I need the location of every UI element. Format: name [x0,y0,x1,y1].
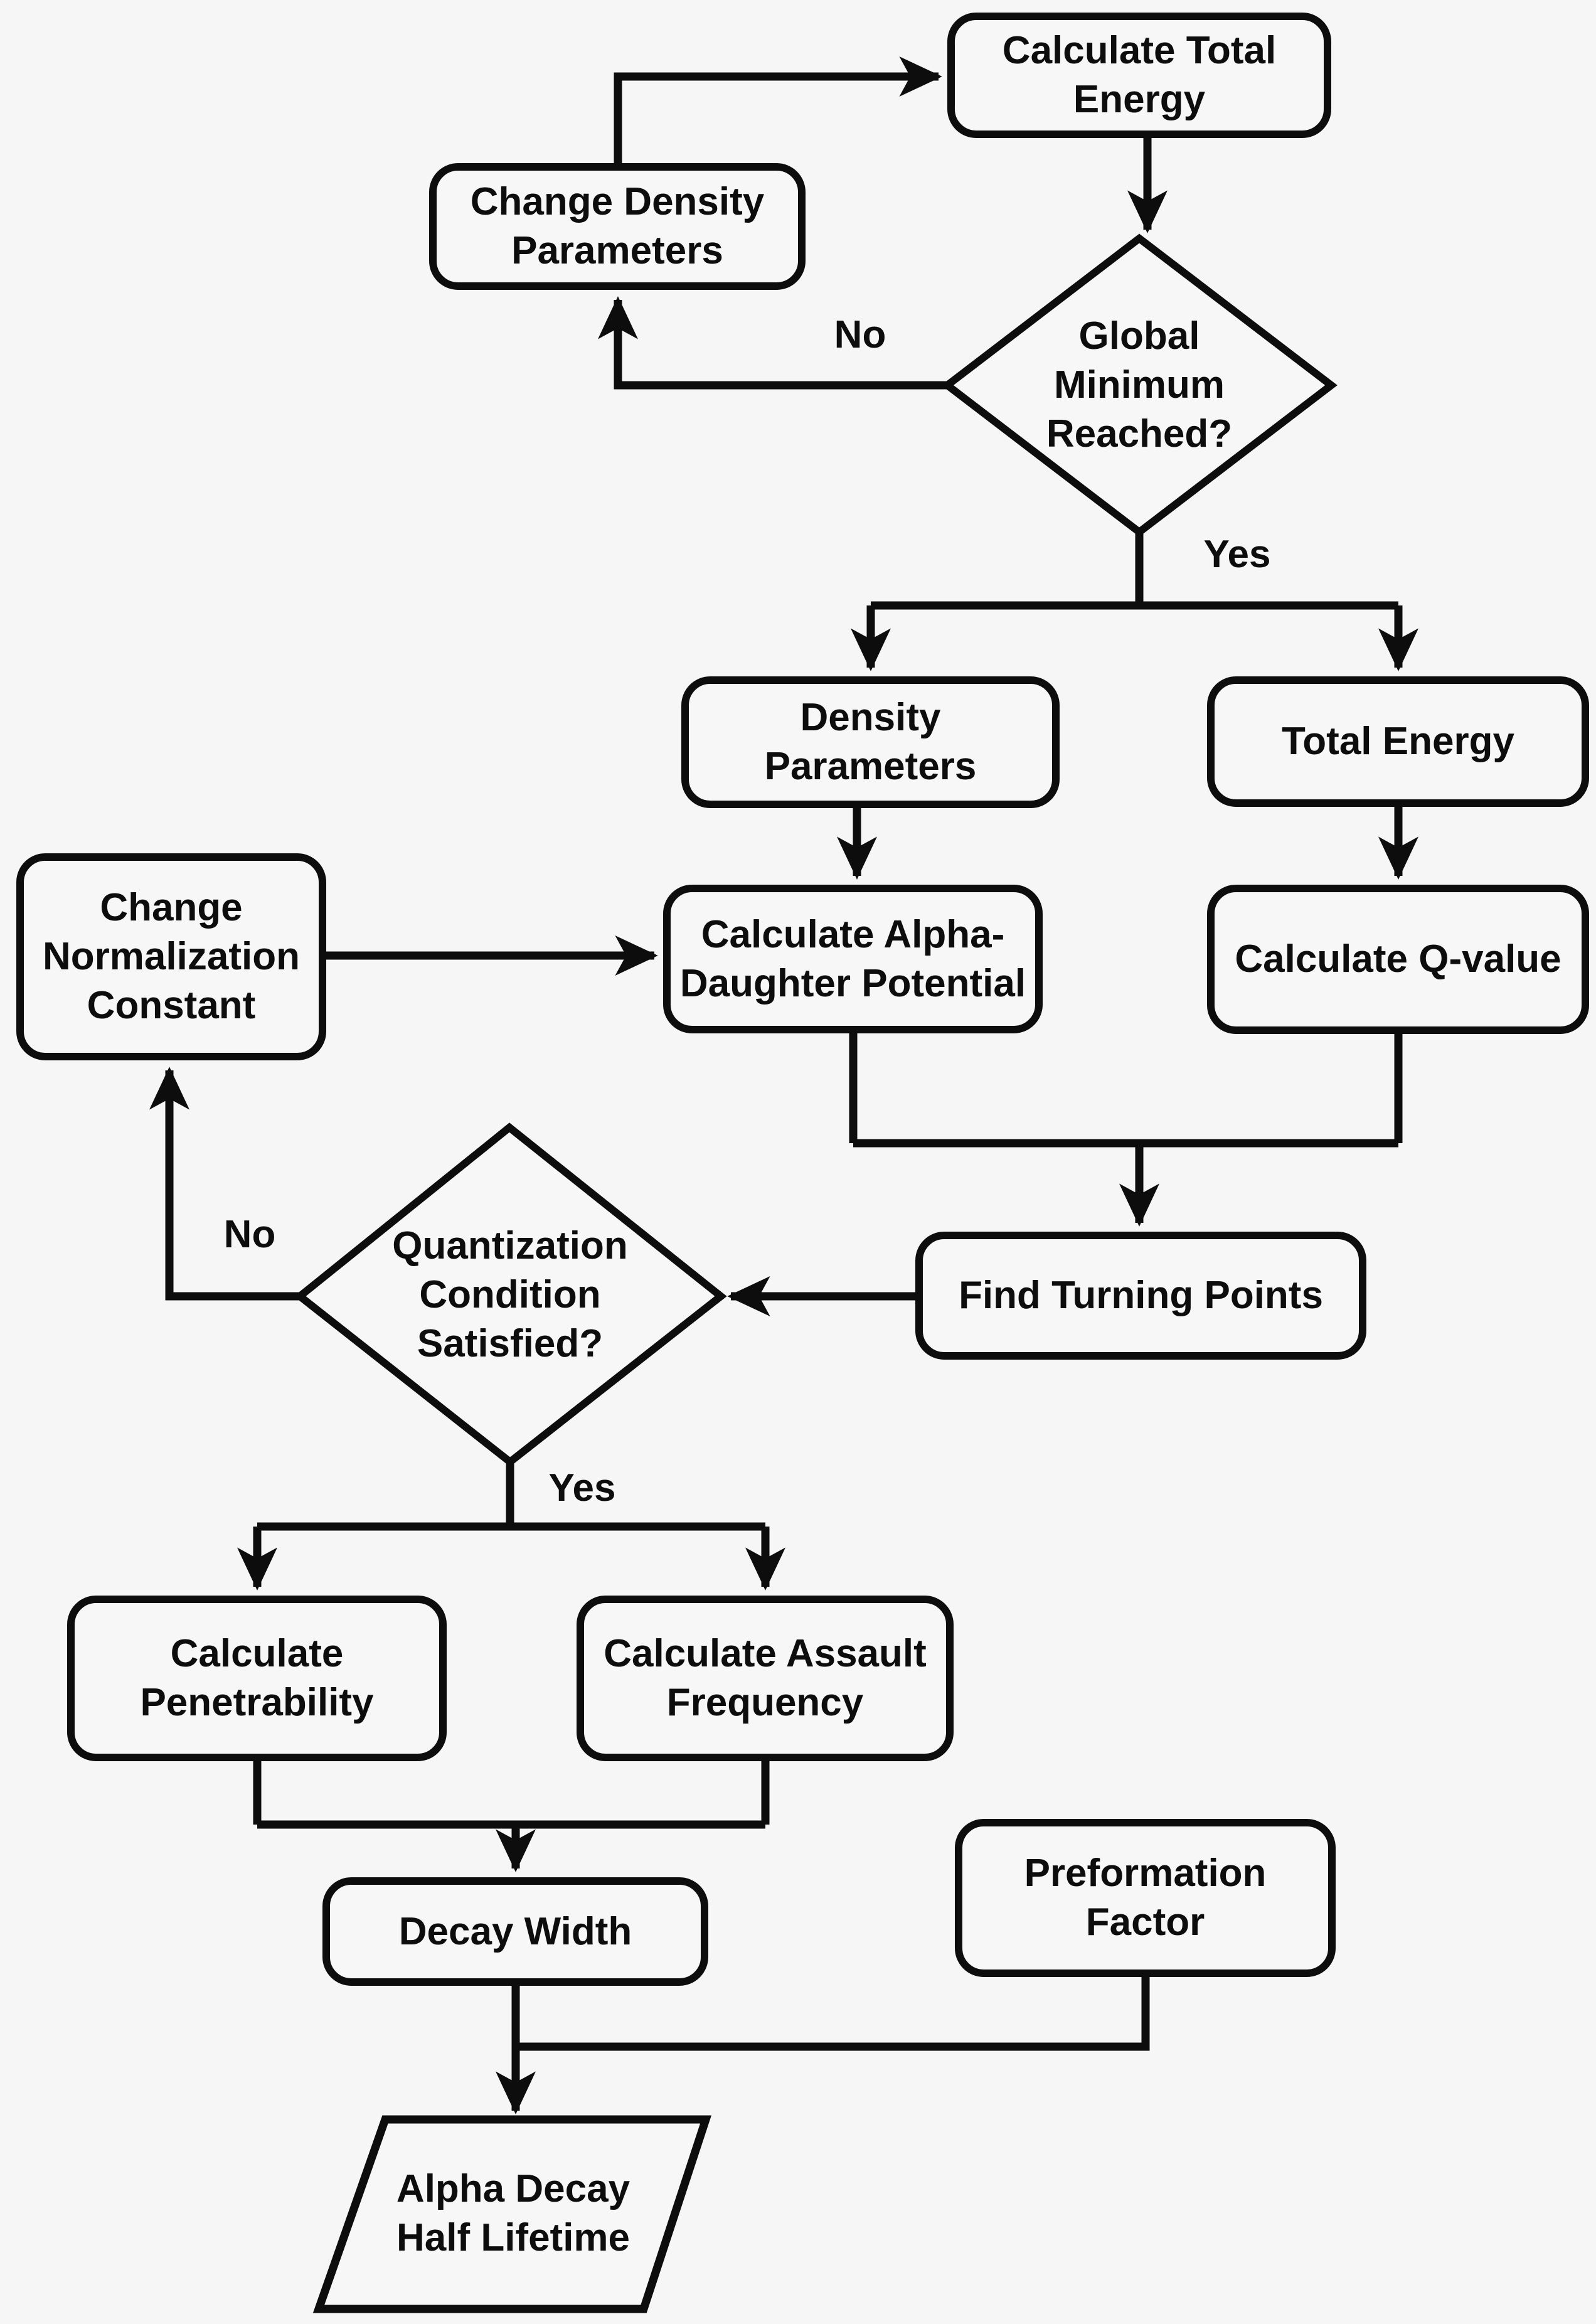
edge-label-no-global-minimum: No [834,313,886,356]
decision-quantization-condition [294,1122,727,1467]
node-label: Change Normalization Constant [43,886,300,1027]
node-calculate-assault-frequency: Calculate Assault Frequency [577,1596,954,1761]
output-label-half-lifetime: Alpha Decay Half Lifetime [396,2167,630,2259]
node-label: Calculate Q-value [1235,937,1561,981]
node-calculate-alpha-daughter-potential: Calculate Alpha-Daughter Potential [663,885,1043,1033]
node-label: Total Energy [1282,720,1514,763]
edge-label-no-quantization: No [223,1213,276,1256]
node-change-normalization-constant: Change Normalization Constant [16,853,326,1060]
node-label: Calculate Alpha-Daughter Potential [679,912,1026,1005]
node-label: Change Density Parameters [470,180,765,272]
node-label: Calculate Assault Frequency [604,1632,927,1724]
node-total-energy: Total Energy [1207,676,1589,807]
node-label: Decay Width [398,1909,632,1953]
decision-label-quantization: Quantization Condition Satisfied? [392,1224,628,1365]
node-label: Find Turning Points [959,1274,1323,1317]
edge-change-density-to-calc-total [614,56,942,163]
node-label: Calculate Total Energy [1002,29,1277,121]
node-calculate-penetrability: Calculate Penetrability [67,1596,447,1761]
edge-label-yes-global-minimum: Yes [1203,533,1271,576]
edge-global-min-no-loop [597,296,947,390]
edge-label-yes-quantization: Yes [548,1466,616,1510]
node-change-density-parameters: Change Density Parameters [429,163,806,290]
output-alpha-decay-half-lifetime [312,2115,711,2313]
node-calculate-total-energy: Calculate Total Energy [947,13,1331,138]
node-decay-width: Decay Width [322,1877,708,1986]
node-label: Calculate Penetrability [140,1632,374,1724]
edge-quantization-no-loop [149,1067,300,1301]
node-label: Preformation Factor [1024,1852,1267,1944]
edge-preformation-join [519,1977,1150,2051]
node-calculate-q-value: Calculate Q-value [1207,885,1589,1034]
node-density-parameters: Density Parameters [681,676,1060,808]
node-label: Density Parameters [764,696,977,788]
decision-global-minimum-reached [941,233,1338,537]
node-preformation-factor: Preformation Factor [955,1819,1336,1977]
decision-label-global-minimum: Global Minimum Reached? [1046,314,1233,456]
node-find-turning-points: Find Turning Points [915,1232,1366,1360]
